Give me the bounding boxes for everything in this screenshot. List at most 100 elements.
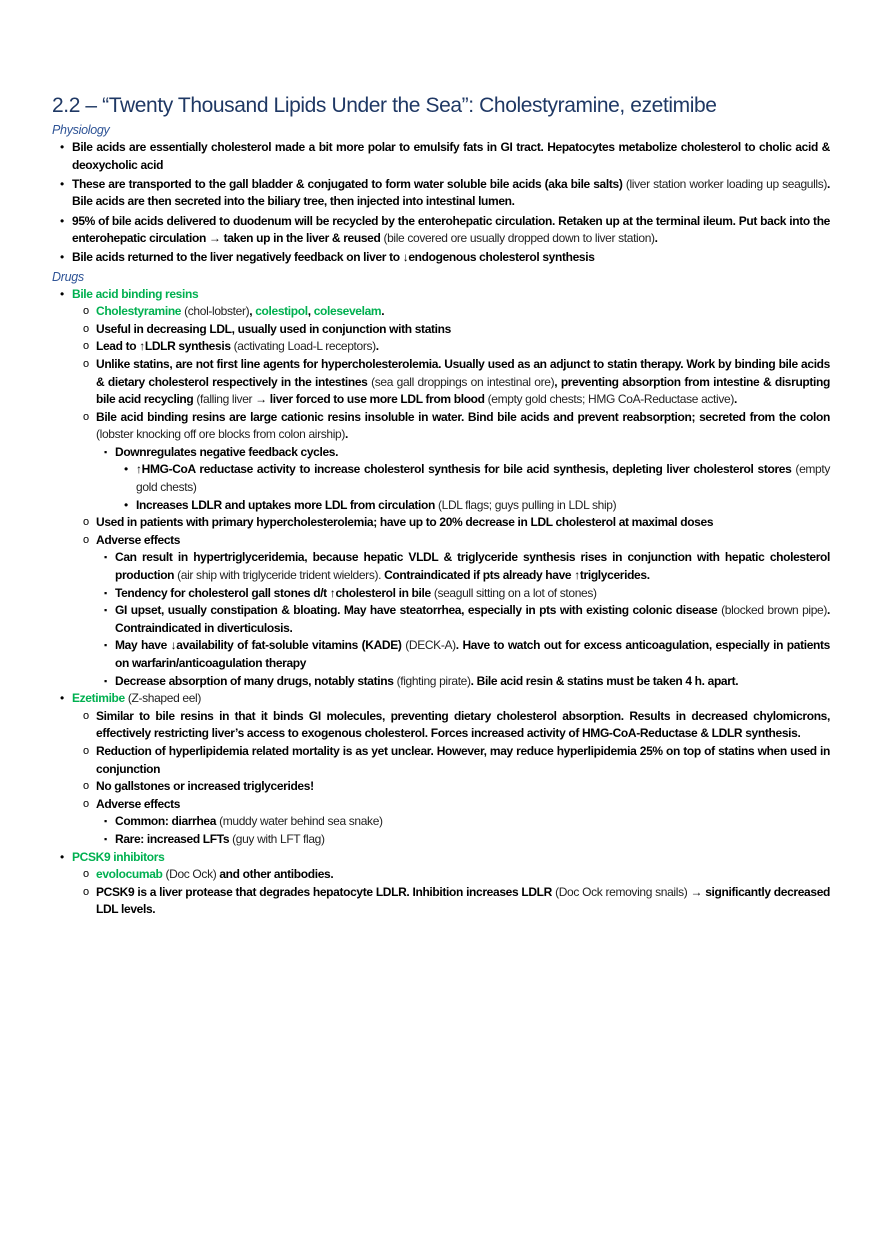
document-page: 2.2 – “Twenty Thousand Lipids Under the … [52,92,830,919]
mnemonic-note: (fighting pirate) [396,673,471,688]
mnemonic-note: (falling liver [196,392,256,407]
drug-name: Bile acid binding resins [72,286,199,301]
circle-bullet-icon: o [83,516,89,529]
text-segment: Lead to ↑LDLR synthesis [96,339,234,354]
bullet-icon: • [60,213,64,228]
mnemonic-note: (empty gold chests; HMG CoA-Reductase ac… [487,392,735,407]
mnemonic-note: (LDL flags; guys pulling in LDL ship) [437,497,617,512]
text-segment: Useful in decreasing LDL, usually used i… [96,321,451,336]
text-segment: Tendency for cholesterol gall stones d/t… [115,585,434,600]
section-heading: Drugs [52,269,84,284]
text-segment: , preventing absorption from intestine &… [96,374,831,407]
drug-name: colestipol [255,304,308,319]
circle-bullet-icon: o [83,533,89,546]
drug-name: Cholestyramine [96,304,182,319]
bullet-icon: • [124,462,128,477]
text-segment: Similar to bile resins in that it binds … [96,708,830,741]
text-segment: . Have to watch out for excess anticoagu… [115,638,830,670]
text-segment: Bile acids are essentially cholesterol m… [72,140,830,172]
text-segment: Bile acid binding resins are large catio… [96,409,830,424]
text-segment: Adverse effects [96,532,181,547]
drug-name: colesevelam [313,304,382,319]
text-segment: . [375,339,379,354]
text-segment: . [345,427,349,442]
list-item: o Adverse effects [83,532,830,550]
square-bullet-icon: ▪ [104,833,107,844]
circle-bullet-icon: o [83,868,89,881]
text-segment: Increases LDLR and uptakes more LDL from… [136,497,438,512]
list-item: ▪ Decrease absorption of many drugs, nota… [104,673,830,691]
list-item: •Bile acids returned to the liver negati… [60,249,830,267]
text-segment: GI upset, usually constipation & bloatin… [115,603,722,618]
drug-name: evolocumab [96,867,163,882]
square-bullet-icon: ▪ [104,675,107,686]
drug-name: PCSK9 inhibitors [72,849,165,864]
square-bullet-icon: ▪ [104,446,107,457]
text-segment: Common: diarrhea [115,814,220,829]
text-segment: Downregulates negative feedback cycles. [115,444,339,459]
section-heading: Physiology [52,123,110,137]
mnemonic-note: (bile covered ore usually dropped down t… [383,231,655,246]
list-item: •↑HMG-CoA reductase activity to increase… [124,461,830,496]
text-segment: → significantly decreased LDL levels. [96,884,830,917]
text-segment: , [307,304,314,319]
bullet-icon: • [60,140,64,154]
list-item: • These are transported to the gall bladd… [60,176,831,211]
text-segment: Unlike statins, are not first line agent… [96,356,830,389]
list-item: •Ezetimibe (Z-shaped eel) [60,690,830,708]
text-segment: These are transported to the gall bladde… [72,176,626,191]
bullet-icon: • [60,691,64,706]
circle-bullet-icon: o [83,780,89,793]
list-item: • Bile acids are essentially cholesterol … [60,139,830,174]
square-bullet-icon: ▪ [104,552,107,563]
square-bullet-icon: ▪ [104,605,107,616]
circle-bullet-icon: o [83,744,89,757]
square-bullet-icon: ▪ [104,640,107,651]
list-item: • Increases LDLR and uptakes more LDL fro… [124,497,830,515]
section-physiology: Physiology • Bile acids are essentially ch… [52,122,830,267]
text-segment: Decrease absorption of many drugs, notab… [115,673,397,688]
list-item: o Similar to bile resins in that it binds… [83,708,830,743]
mnemonic-note: (sea gall droppings on intestinal ore) [371,374,555,389]
text-segment: Can result in hypertriglyceridemia, beca… [115,550,830,583]
list-item: ▪Rare: increased LFTs (guy with LFT flag… [104,831,830,849]
text-segment: No gallstones or increased triglycerides… [96,779,314,794]
mnemonic-note: (air ship with triglyceride trident wiel… [177,568,385,583]
mnemonic-note: (seagull sitting on a lot of stones) [433,585,597,600]
list-item: •PCSK9 inhibitors [60,849,830,867]
text-segment: and other antibodies. [219,867,334,882]
circle-bullet-icon: o [83,357,89,370]
list-item: ▪ May have ↓availability of fat-soluble v… [104,637,830,672]
list-item: ▪ Tendency for cholesterol gall stones d/… [104,585,830,603]
bullet-icon: • [60,176,64,191]
mnemonic-note: (liver station worker loading up seagull… [625,176,828,191]
mnemonic-note: (DECK-A) [405,638,456,653]
text-segment: → liver forced to use more LDL from bloo… [255,392,488,407]
text-segment: May have ↓availability of fat-soluble vi… [115,638,406,653]
square-bullet-icon: ▪ [104,816,107,827]
circle-bullet-icon: o [83,340,89,353]
square-bullet-icon: ▪ [104,587,107,598]
sections: Physiology • Bile acids are essentially ch… [52,122,830,919]
circle-bullet-icon: o [83,709,89,722]
list-item: •Bile acid binding resins [60,286,830,304]
bullet-icon: • [124,497,128,512]
text-segment: . Bile acid resin & statins must be take… [470,673,739,688]
drug-name: Ezetimibe [72,691,125,706]
page-title: 2.2 – “Twenty Thousand Lipids Under the … [52,94,717,117]
text-segment: Contraindicated if pts already have ↑tri… [384,568,650,583]
list-item: •95% of bile acids delivered to duodenum… [60,213,830,248]
list-item: ▪ GI upset, usually constipation & bloati… [104,602,830,637]
list-item: o No gallstones or increased triglyceride… [83,778,830,796]
text-segment: . Bile acids are then secreted into the … [72,176,831,209]
circle-bullet-icon: o [83,885,89,898]
mnemonic-note: (blocked brown pipe) [721,603,828,618]
